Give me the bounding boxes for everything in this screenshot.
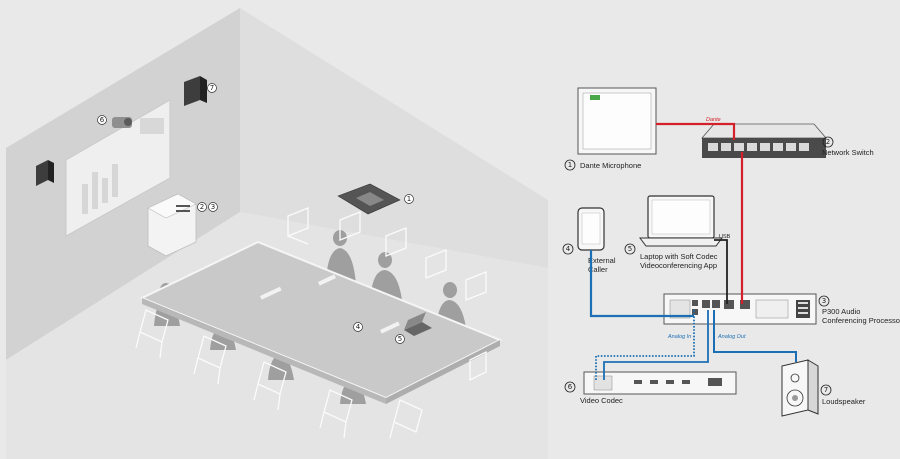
dante-microphone-number (564, 159, 576, 171)
cable-dante-mic-to-switch (656, 122, 736, 140)
external-caller-label-line1: External (588, 256, 616, 265)
external-caller-number-text: 4 (566, 245, 571, 253)
room-speaker-left (36, 160, 54, 186)
table-edge (142, 298, 386, 404)
cable-analog-out-label: Analog Out (717, 334, 746, 340)
ceiling-microphone (337, 183, 401, 215)
cable-analog-out-speaker (713, 310, 797, 362)
room-callout-5 (395, 334, 405, 344)
room-callout-1 (404, 194, 414, 204)
video-codec-number-text: 6 (568, 383, 573, 391)
p300-label-line1: P300 Audio (822, 307, 860, 316)
external-caller-number (562, 243, 574, 255)
cable-analog-in (595, 310, 695, 380)
external-caller-label-line2: Caller (588, 265, 608, 274)
svg-text:4: 4 (356, 323, 361, 331)
p300-number (818, 295, 830, 307)
room-speaker-right (184, 76, 207, 106)
svg-text:1: 1 (407, 195, 411, 203)
dante-microphone-label: Dante Microphone (580, 161, 641, 170)
svg-text:7: 7 (210, 84, 214, 92)
dante-microphone-device (577, 87, 657, 155)
cable-caller-to-p300 (589, 250, 694, 318)
loudspeaker-number (820, 384, 832, 396)
network-switch-device (701, 123, 827, 158)
laptop-label-line2: Videoconferencing App (640, 261, 717, 270)
room-illustration: 6 7 2 3 1 (6, 8, 548, 459)
cable-dante-label: Dante (706, 117, 721, 123)
external-caller-phone (577, 207, 605, 251)
laptop-number-text: 5 (628, 245, 632, 253)
svg-text:6: 6 (100, 116, 105, 124)
display-bar-chart (82, 164, 118, 214)
cable-analog-in-label: Analog In (667, 334, 691, 340)
laptop-device (639, 195, 723, 247)
video-codec-device (583, 371, 737, 395)
table-items (260, 274, 400, 334)
video-codec-label: Video Codec (580, 396, 623, 405)
p300-number-text: 3 (822, 297, 826, 305)
video-codec-number (564, 381, 576, 393)
laptop-label-line1: Laptop with Soft Codec (640, 252, 718, 261)
display-inset (140, 118, 164, 134)
network-switch-number (822, 136, 834, 148)
p300-label-line2: Conferencing Processor (822, 316, 900, 325)
network-switch-label: Network Switch (822, 148, 874, 157)
room-callout-2 (197, 202, 207, 212)
loudspeaker-device (781, 359, 819, 417)
room-right-wall (240, 8, 548, 268)
laptop-number (624, 243, 636, 255)
room-callout-7 (207, 83, 217, 93)
svg-text:5: 5 (398, 335, 402, 343)
loudspeaker-number-text: 7 (824, 386, 828, 394)
svg-text:2: 2 (200, 203, 204, 211)
table-edge-right (386, 340, 500, 404)
cable-usb-label: USB (719, 234, 731, 240)
room-callout-6 (97, 115, 107, 125)
ptz-camera (112, 117, 132, 128)
loudspeaker-label: Loudspeaker (822, 397, 866, 406)
cable-usb-laptop-to-p300 (714, 239, 728, 304)
cable-analog-out (603, 310, 709, 380)
p300-device (663, 293, 817, 325)
equipment-rack (147, 193, 197, 257)
connection-diagram: 1 Dante Microphone 2 Network Switch (562, 87, 900, 417)
table-laptop (404, 312, 432, 336)
svg-text:3: 3 (211, 203, 215, 211)
room-callout-3 (208, 202, 218, 212)
dante-microphone-number-text: 1 (568, 161, 572, 169)
conference-chairs (135, 207, 487, 439)
room-callout-4 (353, 322, 363, 332)
network-switch-number-text: 2 (826, 138, 830, 146)
